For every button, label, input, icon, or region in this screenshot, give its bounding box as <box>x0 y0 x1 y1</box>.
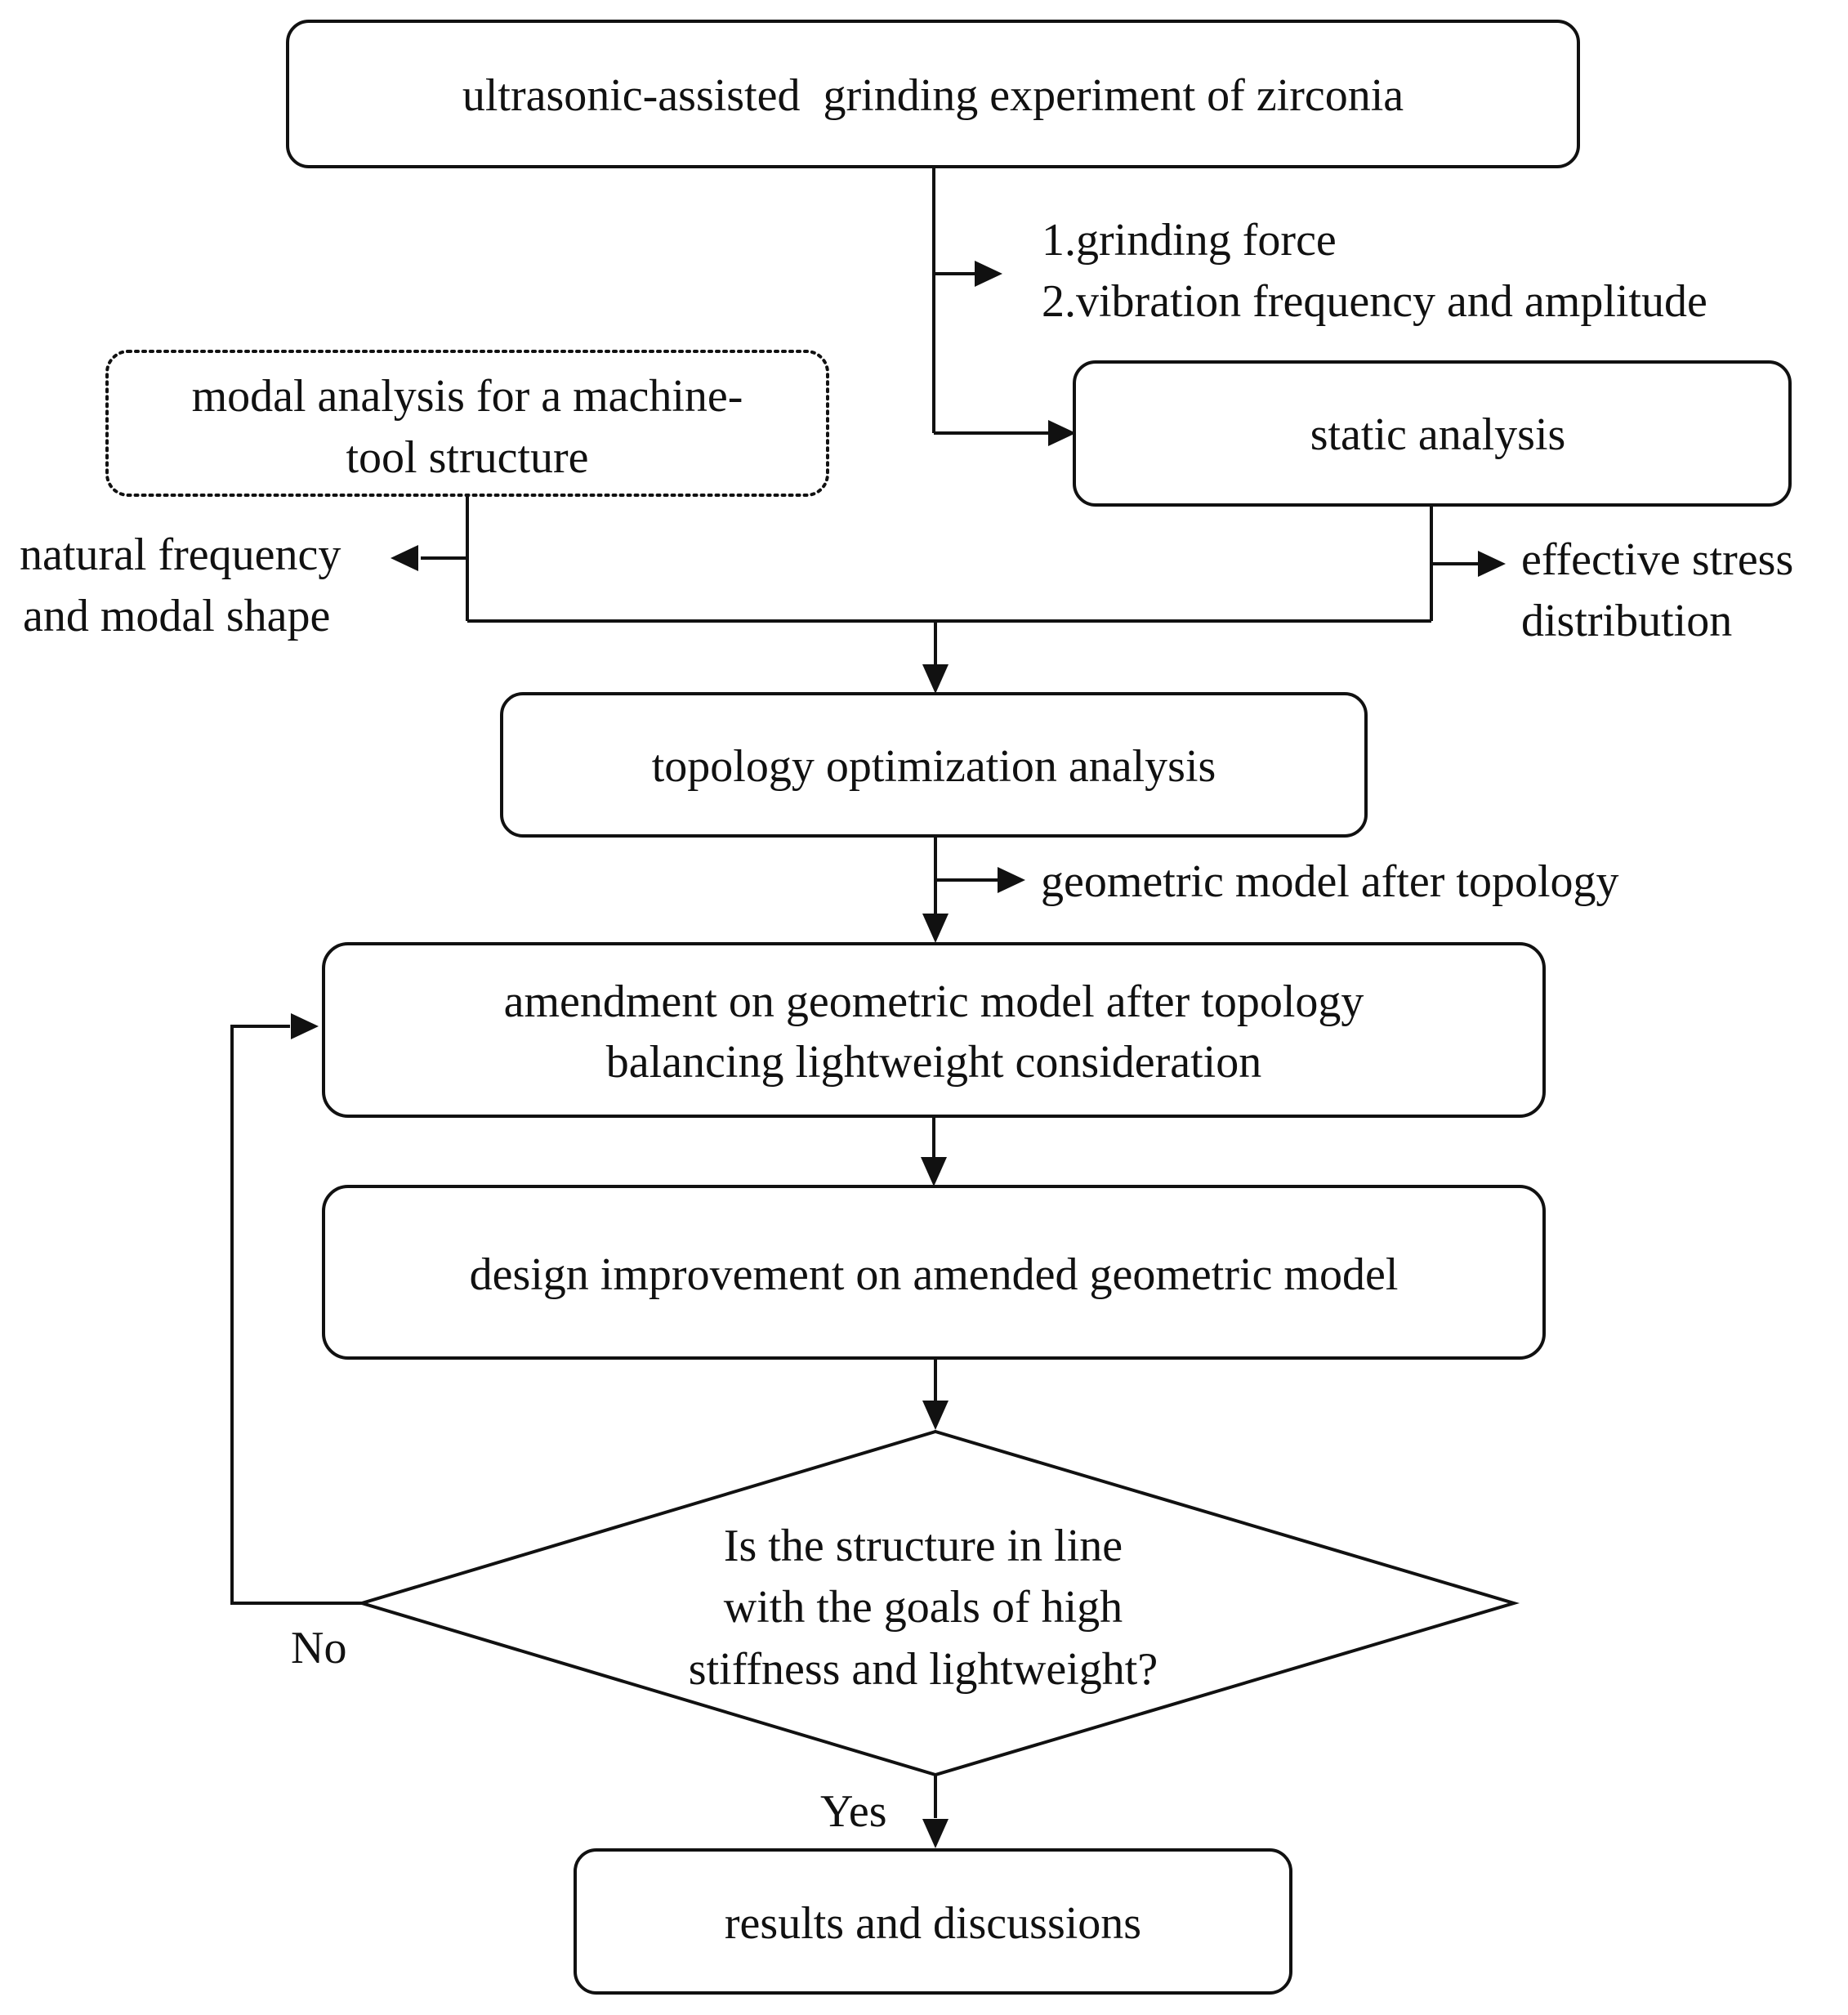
output-static-line-1: effective stress <box>1521 534 1793 585</box>
node-experiment-box <box>286 20 1580 168</box>
arrowhead-to-amendment <box>922 914 949 943</box>
node-modal: modal analysis for a machine- tool struc… <box>105 350 829 497</box>
node-decision-label-line-2: with the goals of high <box>724 1582 1123 1633</box>
node-static: static analysis <box>1073 360 1792 507</box>
node-experiment: ultrasonic-assisted grinding experiment … <box>286 20 1580 168</box>
node-amendment-box <box>322 942 1546 1118</box>
node-static-box <box>1073 360 1792 507</box>
node-amendment-label-line-2: balancing lightweight consideration <box>606 1037 1261 1088</box>
node-topology-box <box>500 692 1368 838</box>
arrowheads <box>291 261 1506 1848</box>
node-design-label: design improvement on amended geometric … <box>470 1249 1399 1300</box>
node-design-box <box>322 1185 1546 1360</box>
node-decision-diamond <box>356 1429 1520 1777</box>
node-topology: topology optimization analysis <box>500 692 1368 838</box>
arrowhead-experiment-outputs <box>975 261 1002 287</box>
output-static-line-2: distribution <box>1521 596 1732 646</box>
connector-no-loop <box>230 1025 362 1605</box>
arrowhead-modal-output <box>391 545 418 571</box>
output-topology: geometric model after topology <box>1041 856 1619 907</box>
node-topology-label: topology optimization analysis <box>652 741 1216 792</box>
node-modal-box <box>105 350 829 497</box>
node-amendment-label-line-1: amendment on geometric model after topol… <box>504 976 1364 1027</box>
connectors <box>230 167 1479 1818</box>
node-decision: Is the structure in line with the goals … <box>356 1429 1520 1777</box>
arrowhead-to-topology <box>922 664 949 694</box>
node-results: results and discussions <box>574 1848 1292 1995</box>
node-amendment: amendment on geometric model after topol… <box>322 942 1546 1118</box>
branch-label-no: No <box>291 1623 346 1673</box>
node-static-label: static analysis <box>1310 409 1566 460</box>
node-design: design improvement on amended geometric … <box>322 1185 1546 1360</box>
arrowhead-to-static <box>1048 420 1076 446</box>
arrowhead-to-design <box>921 1157 947 1186</box>
branch-label-yes: Yes <box>820 1786 886 1837</box>
node-experiment-label: ultrasonic-assisted grinding experiment … <box>462 70 1404 121</box>
arrowhead-to-decision <box>922 1401 949 1430</box>
arrowhead-static-output <box>1478 551 1506 577</box>
output-modal-line-2: and modal shape <box>23 591 330 641</box>
node-results-label: results and discussions <box>725 1898 1141 1949</box>
node-decision-label-line-3: stiffness and lightweight? <box>689 1644 1158 1695</box>
arrowhead-yes <box>922 1819 949 1848</box>
node-modal-label-line-1: modal analysis for a machine- <box>192 371 743 422</box>
node-results-box <box>574 1848 1292 1995</box>
output-experiment-line-1: 1.grinding force <box>1042 215 1337 266</box>
output-modal-line-1: natural frequency <box>20 529 341 580</box>
branch-labels: No Yes <box>291 1623 886 1837</box>
node-decision-label-line-1: Is the structure in line <box>724 1521 1123 1571</box>
outputs: 1.grinding force 2.vibration frequency a… <box>20 215 1793 907</box>
arrowhead-no-loop <box>291 1013 319 1039</box>
node-modal-label-line-2: tool structure <box>346 432 588 483</box>
output-experiment-line-2: 2.vibration frequency and amplitude <box>1042 276 1707 327</box>
arrowhead-topology-output <box>998 867 1025 893</box>
